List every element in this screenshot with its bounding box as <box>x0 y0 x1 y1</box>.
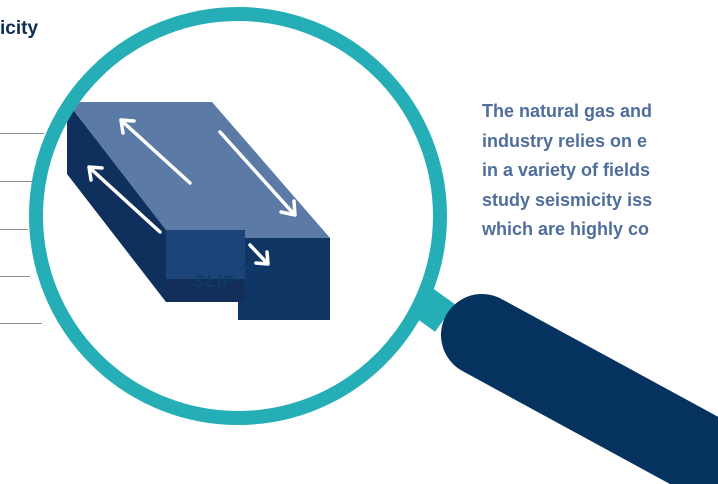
slip-arrow-icon <box>218 130 297 217</box>
section-heading: icity <box>0 18 39 39</box>
left-block-front-lower <box>166 279 245 302</box>
fault-blocks-icon <box>67 102 330 320</box>
left-block-side <box>67 102 166 302</box>
lens-ring <box>29 7 447 425</box>
right-block-top <box>120 102 330 238</box>
slip-label: SLIP <box>193 272 235 291</box>
description-line: in a variety of fields <box>482 160 651 180</box>
description-line: The natural gas and <box>482 101 653 121</box>
slip-arrow-icon <box>87 165 162 234</box>
right-block-front <box>238 238 330 320</box>
magnifying-glass-icon <box>29 7 718 484</box>
description-line: study seismicity iss <box>482 189 653 210</box>
description-paragraph: The natural gas and industry relies on e… <box>482 97 718 245</box>
slip-arrow-icon <box>248 243 270 266</box>
left-block-top <box>67 102 245 230</box>
slip-arrow-icon <box>119 118 192 185</box>
description-line: industry relies on e <box>482 130 648 151</box>
list-rule-lines <box>0 133 44 324</box>
slip-offset-arrow-icon <box>240 261 251 292</box>
left-block-front <box>166 230 245 279</box>
description-line: which are highly co <box>482 219 650 239</box>
magnifier-handle <box>441 294 718 484</box>
